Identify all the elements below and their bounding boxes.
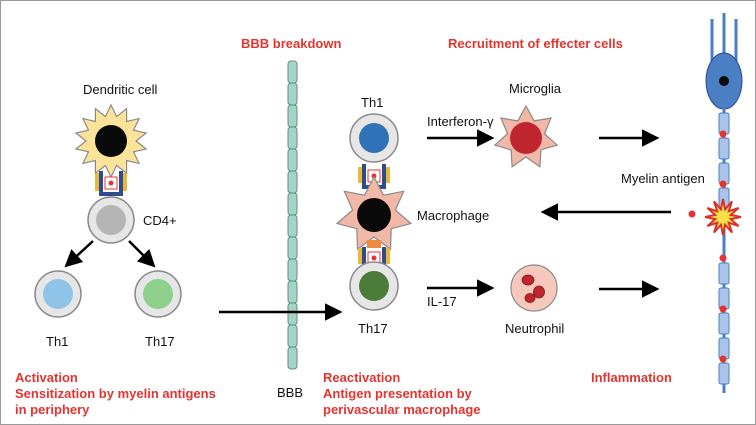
myelin-antigen-dot [688,210,696,218]
bbb-segment [287,192,298,216]
neuron [704,13,743,393]
neutrophil-label: Neutrophil [505,321,564,336]
myelin-antigen-label: Myelin antigen [621,171,705,186]
il17-label: IL-17 [427,294,457,309]
th17-cell-center [349,261,399,311]
bbb-breakdown-header: BBB breakdown [241,36,341,51]
myelin-sheath [718,262,730,285]
th17-center-label: Th17 [358,321,388,336]
receptor-complex-left [95,171,127,196]
bbb-segment [287,126,298,150]
myelin-sheath [718,137,730,160]
bbb-segment [287,346,298,370]
bbb-segment [287,236,298,260]
bbb-segment [287,302,298,326]
th1-cell-center [349,113,399,163]
microglia-label: Microglia [509,81,562,96]
activation-line-2: Sensitization by myelin antigens [15,386,216,401]
bbb-segment [287,82,298,106]
myelin-antigen-dot [719,254,727,262]
bbb-segment [287,60,298,84]
receptor-complex-lower [358,240,390,269]
myelin-antigen-dot [719,305,727,313]
bbb-segment [287,324,298,348]
bbb-segment [287,104,298,128]
myelin-antigen-dot [719,355,727,363]
bbb-segment [287,258,298,282]
bbb-segment [287,280,298,304]
reactivation-title: Reactivation [323,370,400,385]
myelin-antigen-dots [719,130,727,363]
myelin-sheath [718,312,730,335]
activation-title: Activation [15,370,78,385]
bbb-segment [287,148,298,172]
th1-center-label: Th1 [361,95,383,110]
myelin-antigen-dot [719,130,727,138]
macrophage-label: Macrophage [417,208,489,223]
reactivation-line-3: perivascular macrophage [323,402,481,417]
activation-line-3: in periphery [15,402,90,417]
dendritic-cell [74,103,148,179]
reactivation-line-2: Antigen presentation by [323,386,473,401]
myelin-sheath [718,362,730,385]
interferon-label: Interferon-γ [427,114,494,129]
cd4-label: CD4+ [143,213,177,228]
blood-brain-barrier [287,60,298,370]
microglia-cell [493,104,559,168]
th17-cell-left [134,270,182,318]
th1-left-label: Th1 [46,334,68,349]
cd4-cell [87,196,135,244]
macrophage-cell [335,175,413,251]
recruitment-header: Recruitment of effecter cells [448,36,623,51]
inflammation-burst [704,198,742,236]
arrow-to-th1-left [64,240,94,268]
arrow-to-th17-left [128,240,156,268]
bbb-segment [287,214,298,238]
bbb-label: BBB [277,385,303,400]
bbb-segment [287,170,298,194]
th17-left-label: Th17 [145,334,175,349]
myelin-antigen-dot [719,180,727,188]
inflammation-label: Inflammation [591,370,672,385]
th1-cell-left [34,270,82,318]
dendritic-cell-label: Dendritic cell [83,82,158,97]
neutrophil-cell [510,264,558,312]
